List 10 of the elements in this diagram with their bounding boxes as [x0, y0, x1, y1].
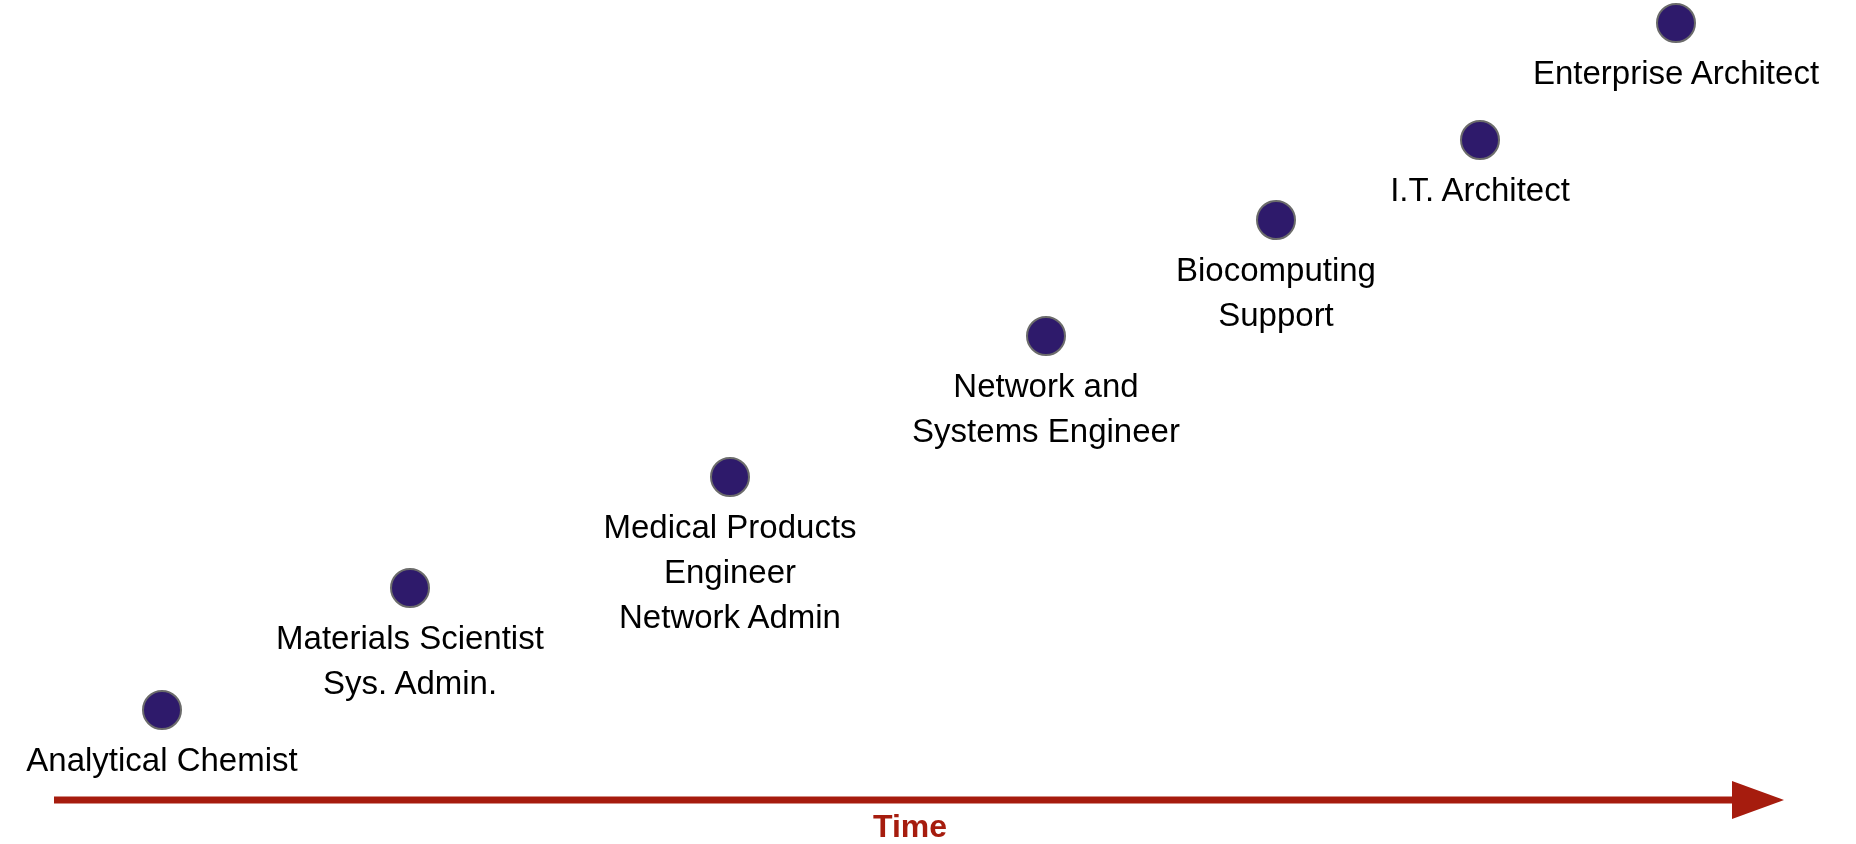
role-label: Medical Products Engineer: [602, 507, 858, 592]
role-label: Materials Scientist: [276, 618, 544, 658]
axis-label: Time: [872, 808, 948, 844]
role-label: Biocomputing Support: [1175, 250, 1377, 335]
role-label: Analytical Chemist: [26, 740, 298, 780]
role-label: Network and Systems Engineer: [911, 366, 1181, 451]
role-label: Sys. Admin.: [322, 663, 498, 703]
role-label: I.T. Architect: [1390, 170, 1570, 210]
role-label: Enterprise Architect: [1532, 53, 1820, 93]
role-label: Network Admin: [619, 597, 841, 637]
